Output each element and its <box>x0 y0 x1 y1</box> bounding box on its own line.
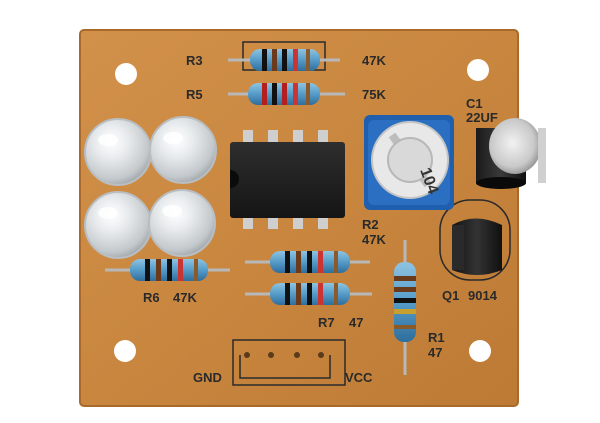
led-4 <box>148 189 216 257</box>
label-r1-value: 47 <box>428 345 442 360</box>
label-q1-value: 9014 <box>468 288 498 303</box>
ic-chip-dip8 <box>230 130 345 229</box>
trimmer-potentiometer: 104 <box>364 115 454 210</box>
silkscreen-labels: R3 47K R5 75K C1 22UF R2 47K R6 47K R7 4… <box>143 53 498 385</box>
label-r6-value: 47K <box>173 290 197 305</box>
label-r2-value: 47K <box>362 232 386 247</box>
connector-pads <box>244 352 324 358</box>
label-r1: R1 <box>428 330 445 345</box>
resistor-r3 <box>228 49 340 71</box>
label-r7-value: 47 <box>349 315 363 330</box>
resistor-r7 <box>245 283 372 305</box>
label-c1: C1 <box>466 96 483 111</box>
label-c1-value: 22UF <box>466 110 498 125</box>
label-gnd: GND <box>193 370 222 385</box>
resistor-r5 <box>228 83 345 105</box>
label-r6: R6 <box>143 290 160 305</box>
mount-hole-bottom-right <box>469 340 491 362</box>
resistor-r2 <box>245 251 370 273</box>
mount-hole-bottom-left <box>114 340 136 362</box>
capacitor-c1 <box>476 118 546 189</box>
led-2 <box>149 116 217 184</box>
label-r5: R5 <box>186 87 203 102</box>
resistor-r6 <box>105 259 230 281</box>
mount-hole-top-right <box>467 59 489 81</box>
silkscreen-outlines <box>232 41 511 386</box>
label-r7: R7 <box>318 315 335 330</box>
label-r3-value: 47K <box>362 53 386 68</box>
label-r5-value: 75K <box>362 87 386 102</box>
label-r2: R2 <box>362 217 379 232</box>
label-r3: R3 <box>186 53 203 68</box>
label-vcc: VCC <box>345 370 373 385</box>
resistor-r1 <box>394 240 416 375</box>
led-cluster <box>84 116 217 259</box>
led-1 <box>84 118 152 186</box>
label-q1: Q1 <box>442 288 459 303</box>
led-3 <box>84 191 152 259</box>
mount-hole-top-left <box>115 63 137 85</box>
transistor-q1 <box>452 218 502 275</box>
